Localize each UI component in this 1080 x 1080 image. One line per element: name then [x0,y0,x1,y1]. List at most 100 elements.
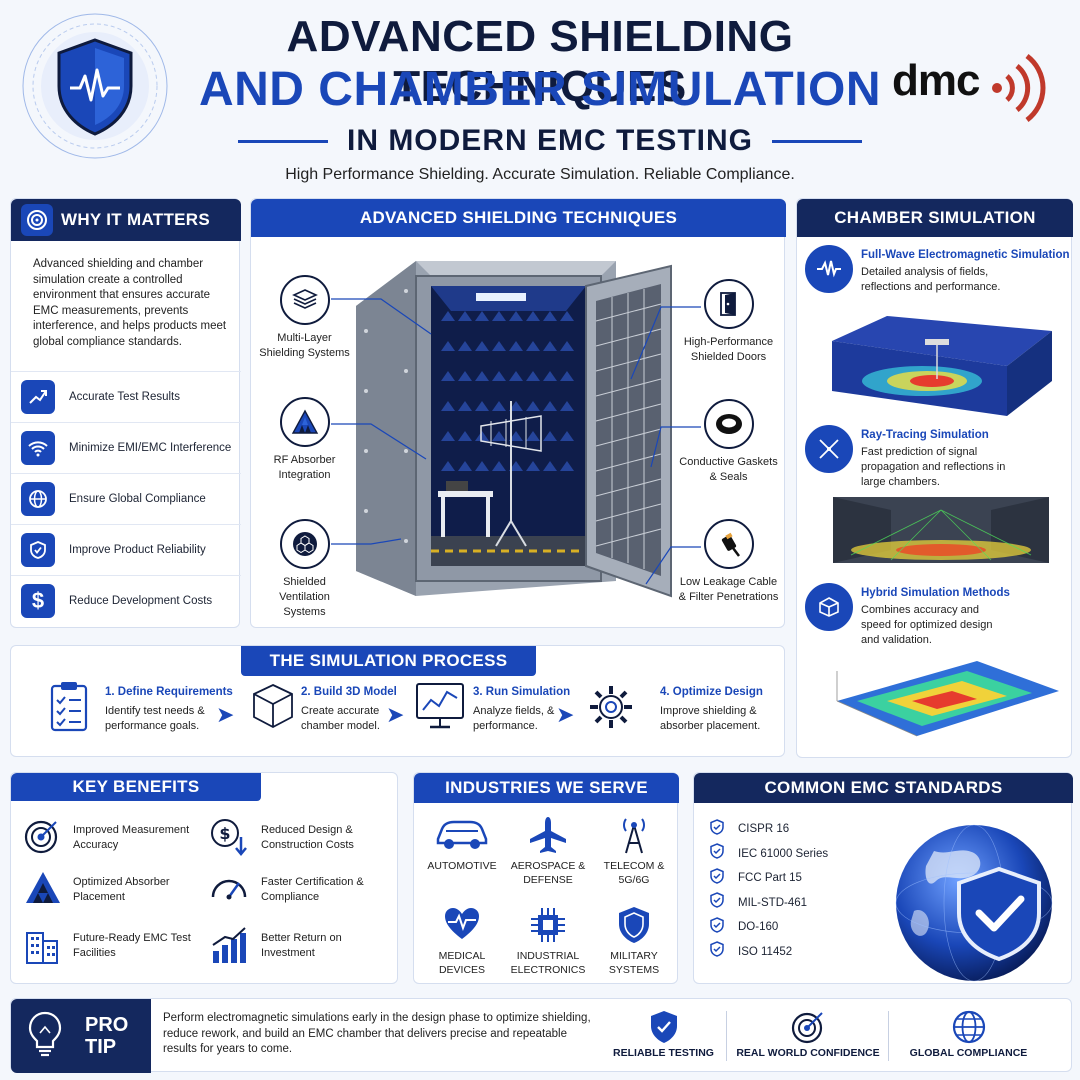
why-panel: WHY IT MATTERS Advanced shielding and ch… [10,198,241,628]
shielding-feature-left-3: Shielded Ventilation Systems [257,519,352,620]
process-step-title: 4. Optimize Design [660,686,763,698]
benefits-title: KEY BENEFITS [72,777,200,796]
car-icon [420,815,504,855]
chamber-item-desc: Detailed analysis of fields, reflections… [861,266,1001,293]
shielding-feature-left-2: RF Absorber Integration [257,397,352,483]
industries-panel: INDUSTRIES WE SERVE AUTOMOTIVE AEROSPACE… [413,772,679,984]
standards-header: COMMON EMC STANDARDS [694,773,1073,803]
benefit-label: Reduced Design & Construction Costs [261,824,354,851]
gasket-ring-icon [703,399,754,449]
chamber-item-desc: Fast prediction of signal propagation an… [861,446,1006,488]
chamber-header: CHAMBER SIMULATION [797,199,1073,237]
shielding-title: ADVANCED SHIELDING TECHNIQUES [359,208,678,227]
industries-title: INDUSTRIES WE SERVE [445,778,648,797]
badge-label: GLOBAL COMPLIANCE [909,1047,1028,1059]
process-step-desc: Create accurate chamber model. [301,705,380,732]
globe-shield-illustration [864,811,1069,983]
process-step-desc: Analyze fields, & performance. [473,705,555,732]
standard-label: ISO 11452 [738,945,793,958]
dmc-logo: dmc [888,52,1063,122]
standard-item: ISO 11452 [710,940,870,965]
standard-label: DO-160 [738,921,779,934]
protip-badge: PRO TIP [11,999,151,1073]
ray-tracing-sim-visual [831,495,1051,565]
feature-label: High-Performance Shielded Doors [683,336,774,363]
chamber-panel: CHAMBER SIMULATION Full-Wave Electromagn… [796,198,1073,758]
title-divider-right [772,140,862,143]
shield-check-icon [710,843,724,864]
industry-item: TELECOM & 5G/6G [592,815,676,887]
shield-check-icon [710,916,724,938]
tagline: High Performance Shielding. Accurate Sim… [285,166,795,183]
protip-badge-item: RELIABLE TESTING [606,1009,721,1059]
standard-label: MIL-STD-461 [738,896,808,909]
industry-item: MEDICAL DEVICES [420,905,504,977]
protip-label-line1: PRO [85,1014,129,1036]
industry-item: MILITARY SYSTEMS [592,905,676,977]
clipboard-icon [49,680,89,737]
why-item-label: Reduce Development Costs [69,595,213,607]
process-step-title: 2. Build 3D Model [301,686,397,698]
shielding-feature-right-1: High-Performance Shielded Doors [676,279,781,365]
why-item-label: Minimize EMI/EMC Interference [69,442,232,454]
feature-label: RF Absorber Integration [273,454,336,481]
why-title: WHY IT MATTERS [61,210,211,229]
header: ADVANCED SHIELDING TECHNIQUES AND CHAMBE… [0,0,1080,195]
process-step-3: 3. Run Simulation Analyze fields, & perf… [415,680,570,750]
process-title: THE SIMULATION PROCESS [269,651,508,670]
hybrid-sim-visual [827,651,1063,741]
benefit-item: Optimized Absorber Placement [23,869,203,909]
shield-pulse-icon [22,13,168,159]
benefit-label: Optimized Absorber Placement [73,876,170,903]
why-item: Ensure Global Compliance [11,473,241,524]
arrow-right-icon: ➤ [216,702,235,727]
standard-item: MIL-STD-461 [710,891,870,916]
shield-check-icon [710,892,724,913]
benefit-item: Faster Certification & Compliance [209,869,394,909]
process-step-1: 1. Define Requirements Identify test nee… [49,680,233,750]
process-header: THE SIMULATION PROCESS [241,646,536,676]
benefit-item: Future-Ready EMC Test Facilities [23,925,203,965]
benefit-label: Faster Certification & Compliance [261,876,364,903]
benefit-label: Future-Ready EMC Test Facilities [73,932,191,959]
shield-check-icon [710,818,724,840]
standards-panel: COMMON EMC STANDARDS CISPR 16 IEC 61000 … [693,772,1073,984]
why-item: Minimize EMI/EMC Interference [11,422,241,473]
why-item: Improve Product Reliability [11,524,241,575]
title-line-2: AND CHAMBER SIMULATION [198,63,882,116]
feature-label: Shielded Ventilation Systems [279,576,330,618]
arrow-right-icon: ➤ [386,702,405,727]
protip-label-line2: TIP [85,1036,117,1058]
process-step-title: 1. Define Requirements [105,686,233,698]
benefits-header: KEY BENEFITS [11,773,261,801]
target-icon [23,817,61,860]
monitor-chart-icon [415,682,465,735]
process-step-2: 2. Build 3D Model Create accurate chambe… [251,680,397,750]
protip-badge-item: GLOBAL COMPLIANCE [901,1009,1036,1059]
benefit-item: $ Reduced Design & Construction Costs [209,817,394,857]
standards-list: CISPR 16 IEC 61000 Series FCC Part 15 MI… [710,817,870,964]
benefit-label: Better Return on Investment [261,932,342,959]
shield-emblem [18,8,173,163]
industry-item: AEROSPACE & DEFENSE [506,815,590,887]
why-item-label: Accurate Test Results [69,391,181,403]
badge-label: RELIABLE TESTING [613,1047,714,1059]
protip-badge-item: REAL WORLD CONFIDENCE [733,1009,883,1059]
chamber-item-title: Ray-Tracing Simulation [861,429,989,441]
title-line-3: IN MODERN EMC TESTING [346,124,753,157]
title-line-1: ADVANCED SHIELDING TECHNIQUES [286,12,794,111]
why-item-label: Ensure Global Compliance [69,493,206,505]
standards-title: COMMON EMC STANDARDS [764,778,1003,797]
chamber-item-desc: Combines accuracy and speed for optimize… [861,604,993,646]
dollar-down-icon: $ [209,817,249,862]
chamber-item-title: Hybrid Simulation Methods [861,587,1010,599]
antenna-tower-icon [592,815,676,855]
standard-label: FCC Part 15 [738,872,802,885]
standard-item: FCC Part 15 [710,866,870,891]
arrow-right-icon: ➤ [556,702,575,727]
benefits-panel: KEY BENEFITS Improved Measurement Accura… [10,772,398,984]
protip-label: PRO TIP [85,1014,128,1058]
standard-item: IEC 61000 Series [710,842,870,867]
benefit-item: Improved Measurement Accuracy [23,817,203,857]
trend-chart-icon [21,380,55,414]
